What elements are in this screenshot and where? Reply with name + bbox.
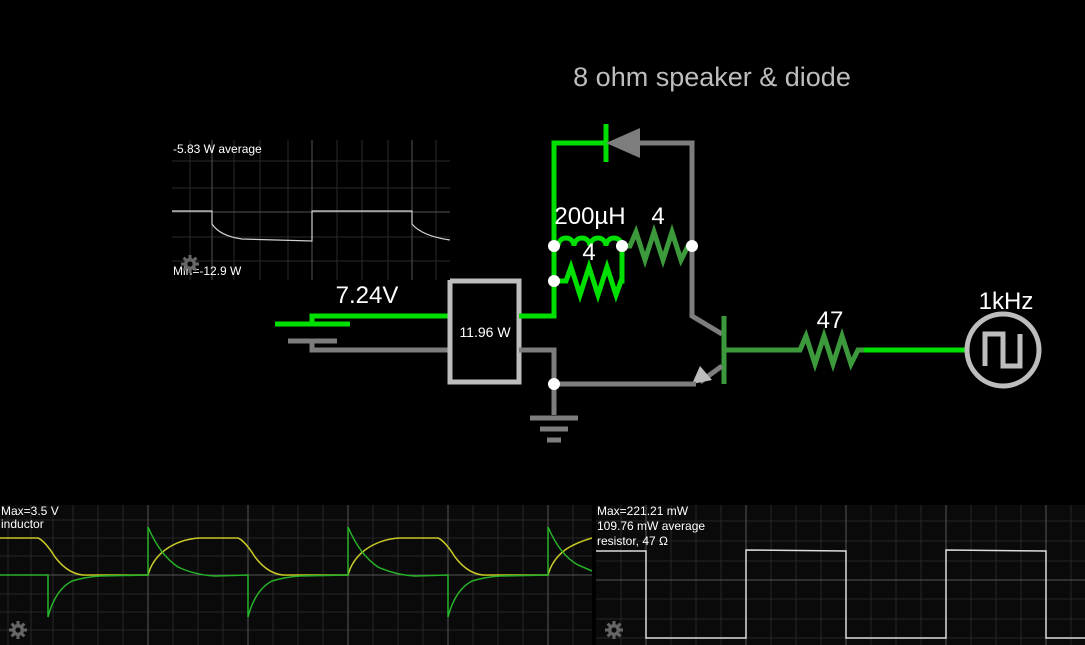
resistor-scope[interactable]: Max=221.21 mW 109.76 mW average resistor… [596, 505, 1085, 645]
collector-wire[interactable] [689, 246, 724, 337]
gear-icon[interactable] [604, 620, 624, 640]
meter-live-out-wire[interactable] [519, 281, 557, 319]
inductor-label: 200µH [554, 203, 625, 230]
diode-right-wire[interactable] [640, 140, 695, 246]
resistor-scope-max: Max=221.21 mW [597, 505, 689, 518]
power-scope-plot [172, 140, 450, 280]
battery-voltage-label: 7.24V [336, 282, 399, 309]
battery-icon[interactable] [275, 321, 350, 344]
resistor-icon-top[interactable] [622, 223, 692, 269]
resistor-top-label: 4 [651, 203, 664, 230]
resistor-parallel-label: 4 [582, 239, 595, 266]
resistor-icon-base[interactable] [795, 327, 864, 373]
junction-dot[interactable] [548, 378, 560, 390]
diode-icon[interactable] [603, 124, 640, 162]
resistor-scope-plot [596, 505, 1085, 645]
inductor-scope-plot [0, 505, 592, 645]
inductor-scope-max: Max=3.5 V [1, 505, 59, 518]
battery-negative-wire[interactable] [309, 341, 449, 353]
junction-dot[interactable] [548, 275, 560, 287]
junction-dot[interactable] [548, 240, 560, 252]
meter-ground-out-wire[interactable] [519, 347, 557, 384]
gear-icon[interactable] [8, 620, 28, 640]
emitter-ground-wire[interactable] [551, 381, 696, 415]
ground-icon[interactable] [530, 415, 578, 443]
power-scope-average: -5.83 W average [173, 142, 262, 156]
gear-icon[interactable] [180, 254, 200, 274]
circuit-title: 8 ohm speaker & diode [573, 62, 851, 92]
resistor-scope-average: 109.76 mW average [597, 519, 706, 533]
junction-dot[interactable] [686, 240, 698, 252]
diode-left-wire[interactable] [551, 140, 606, 246]
inductor-scope[interactable]: Max=3.5 V inductor [0, 505, 592, 645]
power-scope[interactable]: -5.83 W average Min=-12.9 W [172, 140, 450, 280]
frequency-label: 1kHz [979, 288, 1034, 315]
power-meter[interactable] [447, 278, 522, 385]
resistor-scope-name: resistor, 47 Ω [597, 534, 668, 548]
junction-dot[interactable] [616, 240, 628, 252]
battery-positive-wire[interactable] [309, 313, 449, 324]
square-wave-source-icon[interactable] [964, 311, 1042, 389]
resistor-icon-parallel[interactable] [554, 246, 625, 304]
inductor-scope-name: inductor [1, 517, 44, 531]
power-meter-label: 11.96 W [459, 324, 511, 340]
resistor-base-label: 47 [817, 307, 844, 334]
